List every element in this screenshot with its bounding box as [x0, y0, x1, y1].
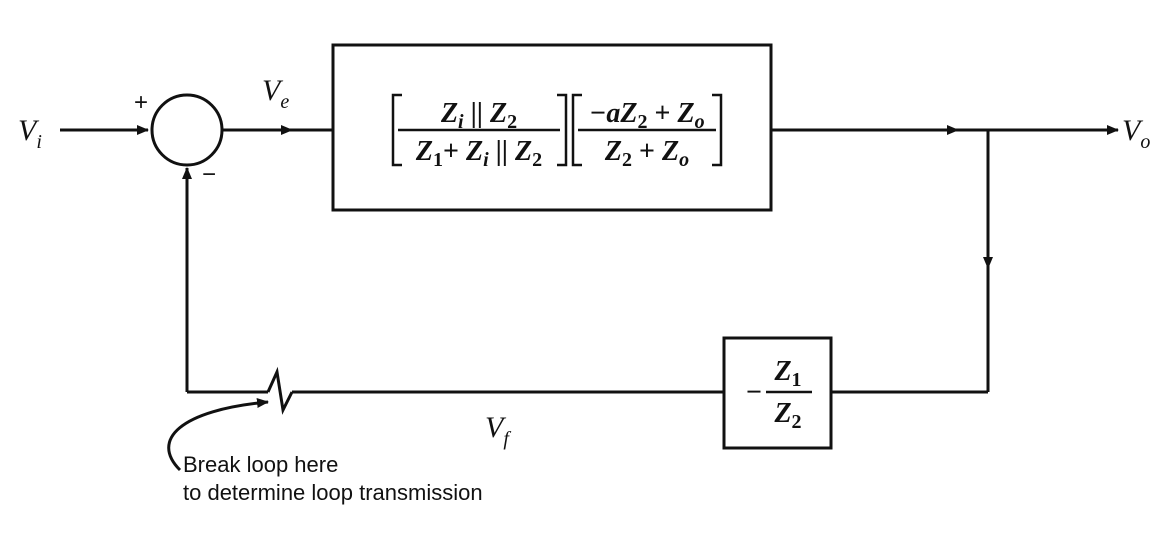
factor2-left-bracket — [571, 93, 582, 167]
feedback-numerator: Z1 — [773, 356, 801, 391]
feedback-signal-label: Vf — [485, 411, 511, 450]
factor2-numerator: −aZ2 + Zo — [589, 98, 704, 133]
feedback-sign: − — [746, 377, 762, 408]
summer-plus-sign: + — [134, 89, 148, 116]
summing-junction — [150, 93, 224, 167]
summer-minus-sign: − — [202, 161, 216, 188]
factor1-right-bracket — [557, 93, 568, 167]
forward-transfer-block — [331, 43, 773, 212]
factor1-left-bracket — [391, 93, 402, 167]
loop-break-symbol — [266, 366, 294, 415]
factor2-denominator: Z2 + Zo — [604, 136, 689, 171]
output-signal-label: Vo — [1122, 114, 1150, 153]
input-signal-label: Vi — [18, 114, 42, 153]
factor1-denominator: Z1+ Zi || Z2 — [415, 136, 542, 171]
error-signal-label: Ve — [262, 74, 289, 113]
factor2-right-bracket — [712, 93, 723, 167]
feedback-denominator: Z2 — [773, 398, 801, 433]
factor1-numerator: Zi || Z2 — [440, 98, 517, 133]
annotation-line-1: Break loop here — [183, 452, 338, 477]
annotation-pointer-curve — [167, 398, 269, 472]
annotation-line-2: to determine loop transmission — [183, 480, 483, 505]
